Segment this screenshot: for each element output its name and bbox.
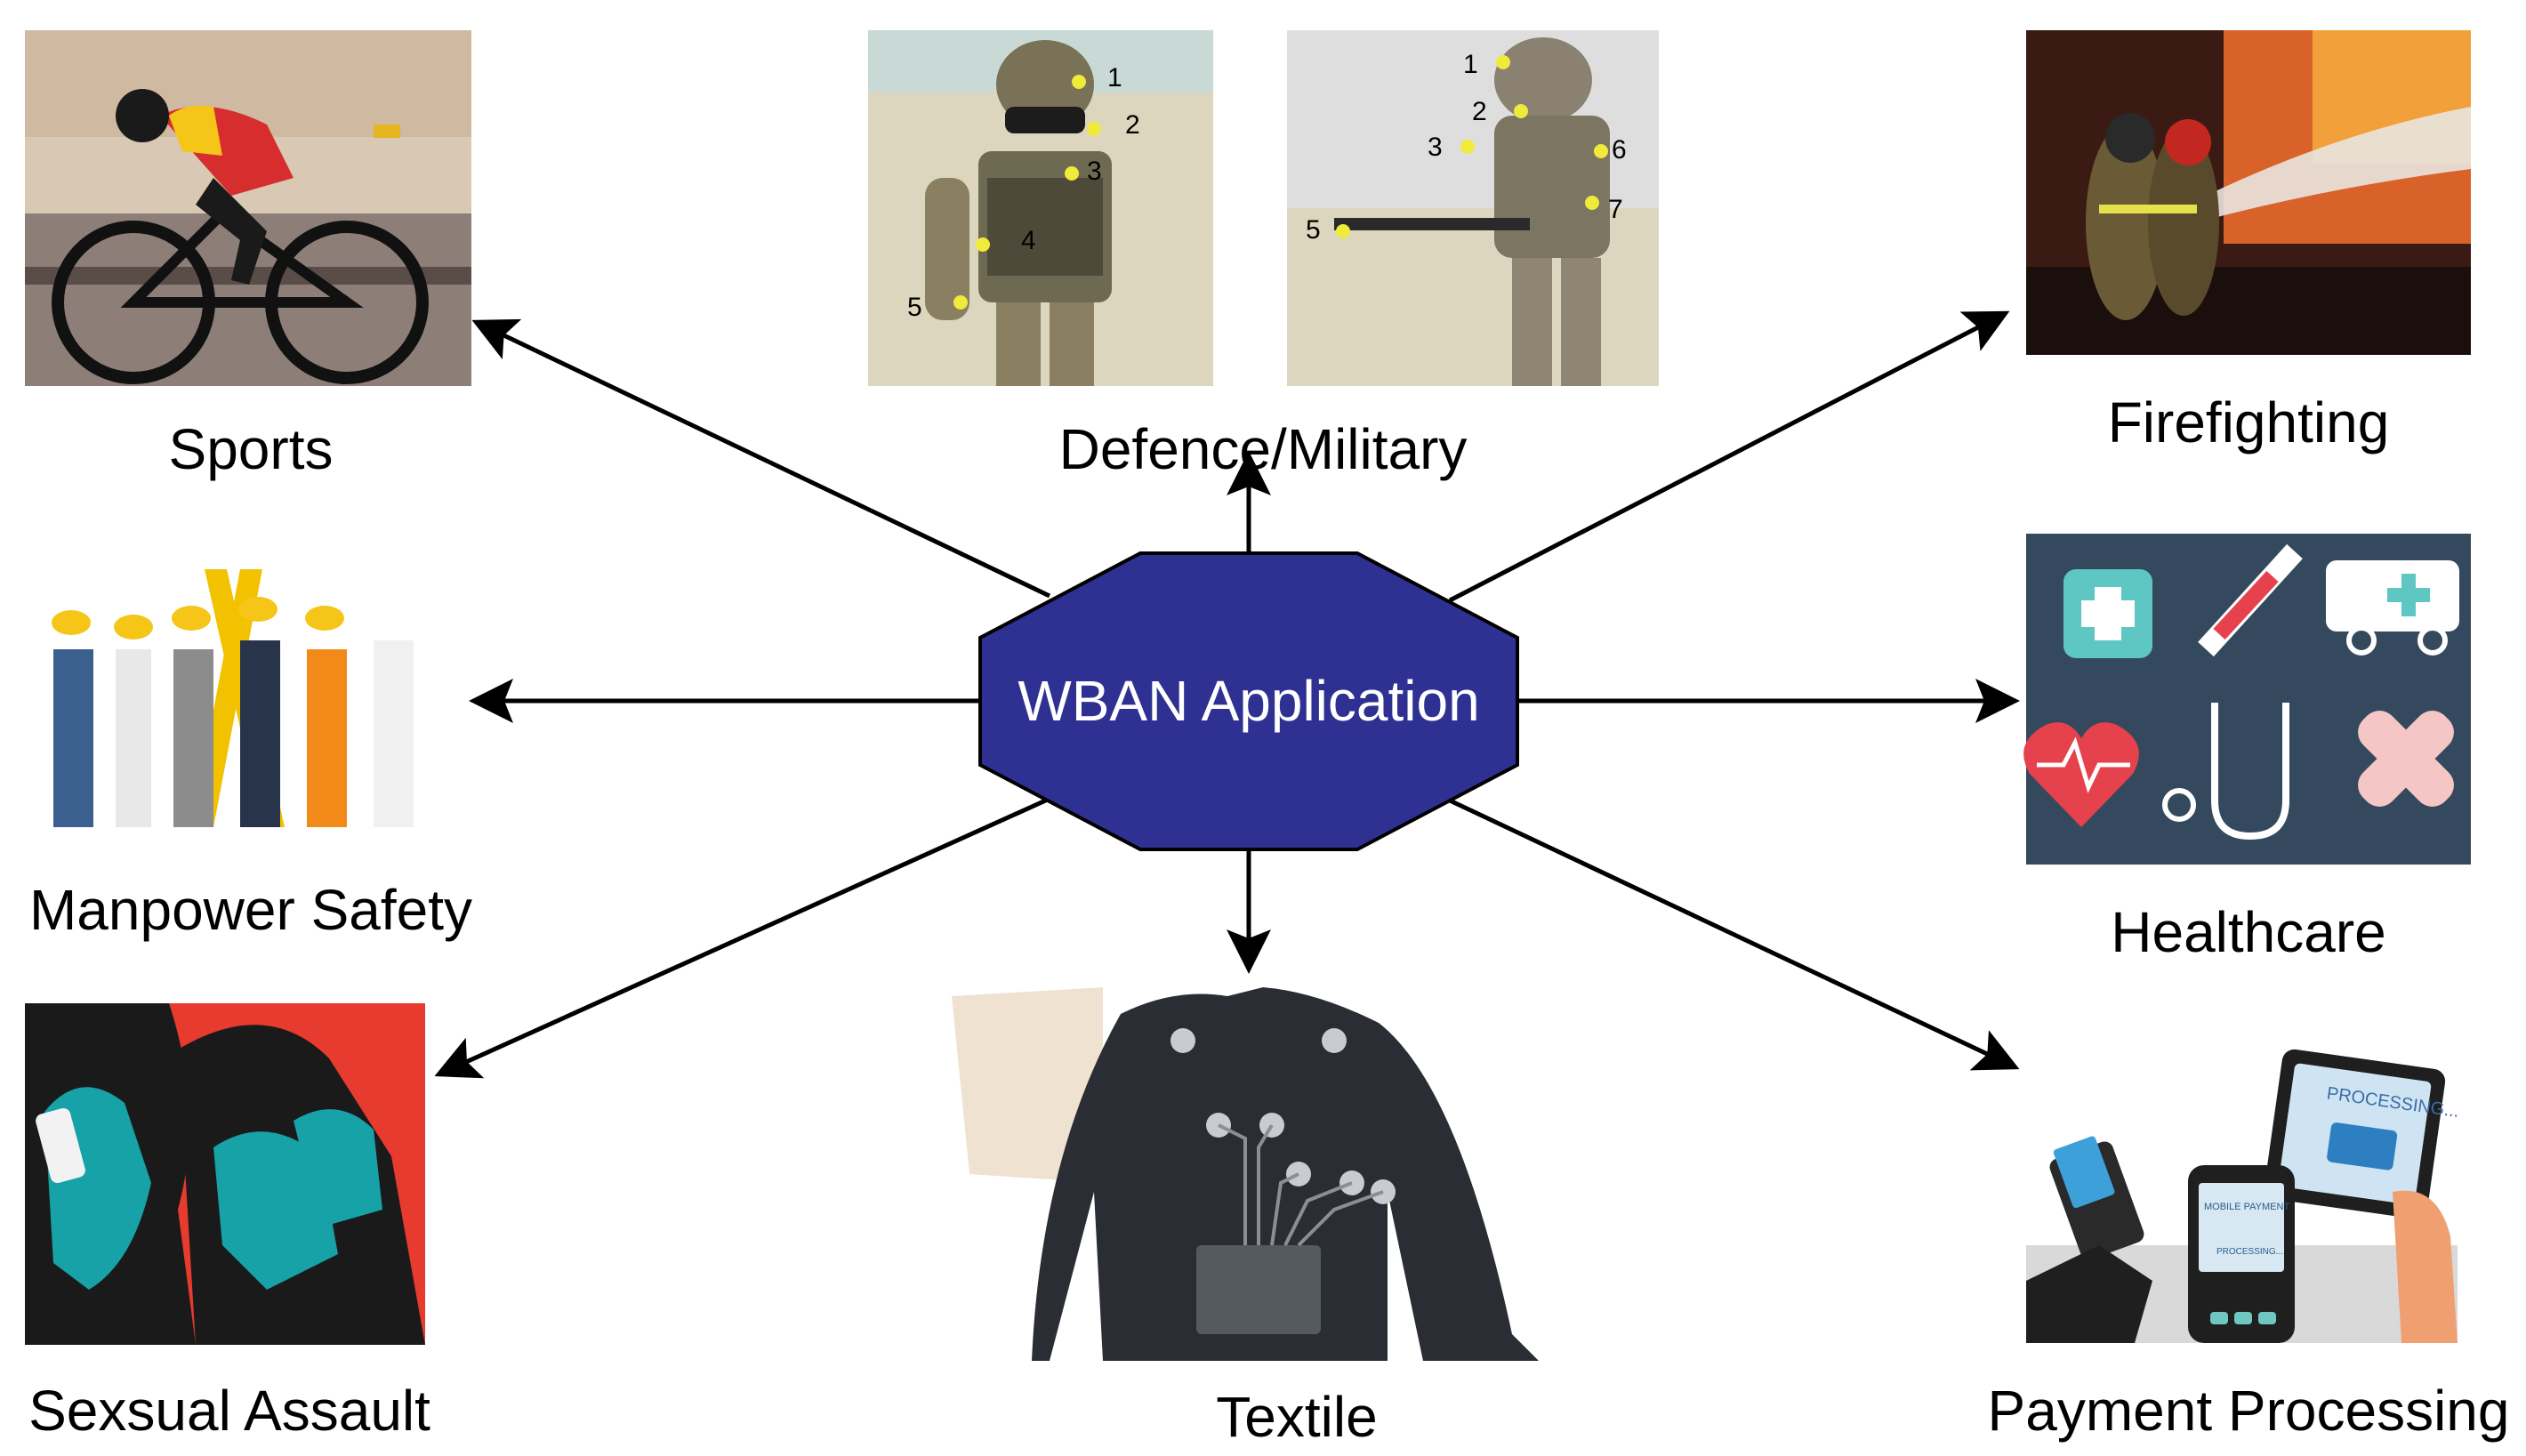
arrow-to-payment-processing xyxy=(1448,798,2020,1071)
soldier-side-point-6: 6 xyxy=(1612,135,1627,165)
soldier-side-point-5: 5 xyxy=(1306,215,1321,245)
heart-icon xyxy=(2023,722,2139,827)
payment-processing-image: PROCESSING... MOBILE PAYMENT PROCESSING.… xyxy=(2026,1049,2460,1343)
textile-label: Textile xyxy=(1216,1385,1377,1449)
sexual-assault-image xyxy=(25,1003,425,1345)
tablet-icon: PROCESSING... xyxy=(2264,1049,2460,1219)
sexual-assault-label: Sexsual Assault xyxy=(28,1379,430,1443)
sports-image xyxy=(25,30,471,386)
soldier-side-point-2: 2 xyxy=(1472,97,1487,126)
soldier-front-point-5: 5 xyxy=(907,293,922,322)
phone-card-icon xyxy=(2049,1136,2144,1260)
textile-image xyxy=(952,987,1539,1361)
soldier-side-image: 1 2 3 5 6 7 xyxy=(1287,30,1659,386)
soldier-side-point-3: 3 xyxy=(1428,133,1443,162)
center-octagon xyxy=(978,551,1519,851)
arrow-to-firefighting xyxy=(1448,310,2010,603)
soldier-front-point-4: 4 xyxy=(1021,226,1036,255)
soldier-front-point-3: 3 xyxy=(1087,157,1102,186)
terminal-processing-text: PROCESSING... xyxy=(2216,1247,2283,1257)
soldier-front-point-1: 1 xyxy=(1107,63,1122,93)
manpower-safety-label: Manpower Safety xyxy=(29,878,472,942)
sports-label: Sports xyxy=(169,417,334,481)
healthcare-image xyxy=(2023,534,2471,865)
soldier-side-point-1: 1 xyxy=(1463,50,1478,79)
manpower-safety-image xyxy=(34,560,463,836)
ambulance-icon xyxy=(2326,560,2459,656)
payment-terminal-icon: MOBILE PAYMENT PROCESSING... xyxy=(2188,1165,2295,1343)
firefighting-image xyxy=(2026,30,2471,355)
soldier-side-point-7: 7 xyxy=(1608,195,1623,224)
arrow-to-sexual-assault xyxy=(434,796,1051,1079)
soldier-front-point-2: 2 xyxy=(1125,110,1140,140)
soldier-front-image: 1 2 3 4 5 xyxy=(868,30,1213,386)
arrows xyxy=(434,310,2020,1079)
bandage-icon xyxy=(2358,711,2454,807)
arrow-to-sports xyxy=(471,318,1051,599)
firefighting-label: Firefighting xyxy=(2108,390,2390,454)
healthcare-label: Healthcare xyxy=(2111,900,2386,964)
payment-processing-label: Payment Processing xyxy=(1988,1379,2510,1443)
center-node: WBAN Application xyxy=(978,551,1519,851)
center-label: WBAN Application xyxy=(1018,669,1479,733)
syringe-icon xyxy=(2198,543,2303,657)
defence-military-label: Defence/Military xyxy=(1059,417,1468,481)
terminal-mobile-payment-text: MOBILE PAYMENT xyxy=(2204,1202,2289,1212)
stethoscope-icon xyxy=(2162,703,2289,841)
